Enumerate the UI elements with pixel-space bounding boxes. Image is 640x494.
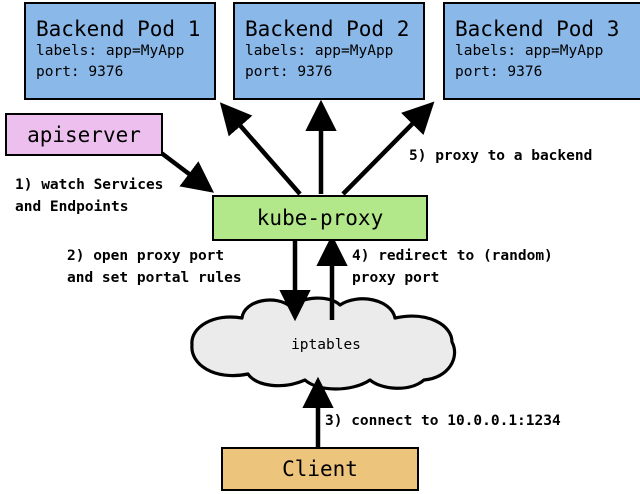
backend-pod-2-port: port: 9376	[245, 64, 333, 81]
backend-pod-1-labels: labels: app=MyApp	[36, 43, 185, 60]
step-1-line-1: 1) watch Services	[15, 177, 164, 193]
step-3-label: 3) connect to 10.0.0.1:1234	[325, 411, 561, 433]
step-2-line-2: and set portal rules	[67, 269, 242, 286]
step-2-line-1: 2) open proxy port	[67, 248, 225, 264]
backend-pod-2-box[interactable]: Backend Pod 2 labels: app=MyApp port: 93…	[233, 2, 425, 100]
step-5-line-1: 5) proxy to a backend	[409, 148, 593, 164]
backend-pod-3-port: port: 9376	[455, 64, 543, 81]
backend-pod-1-port: port: 9376	[36, 64, 124, 81]
backend-pod-3-box[interactable]: Backend Pod 3 labels: app=MyApp port: 93…	[443, 2, 640, 100]
step-1-line-2: and Endpoints	[15, 198, 129, 215]
apiserver-label: apiserver	[27, 122, 141, 147]
kube-proxy-box[interactable]: kube-proxy	[212, 195, 428, 241]
arrow-kubeproxy-to-pod3	[341, 101, 435, 196]
iptables-label: iptables	[291, 337, 361, 353]
kube-proxy-label: kube-proxy	[256, 206, 384, 230]
backend-pod-2-labels: labels: app=MyApp	[245, 43, 394, 60]
step-5-label: 5) proxy to a backend	[409, 146, 592, 168]
step-4-label: 4) redirect to (random) proxy port	[352, 246, 553, 290]
step-3-line-1: 3) connect to 10.0.0.1:1234	[325, 413, 561, 429]
backend-pod-1-box[interactable]: Backend Pod 1 labels: app=MyApp port: 93…	[24, 2, 216, 100]
arrow-kubeproxy-to-pod1	[219, 102, 302, 196]
backend-pod-1-title: Backend Pod 1	[36, 16, 201, 41]
arrow-apiserver-to-kubeproxy	[158, 150, 215, 193]
step-1-label: 1) watch Services and Endpoints	[15, 175, 163, 219]
step-2-label: 2) open proxy port and set portal rules	[67, 246, 242, 290]
backend-pod-3-labels: labels: app=MyApp	[455, 43, 604, 60]
step-4-line-2: proxy port	[352, 269, 440, 286]
backend-pod-3-title: Backend Pod 3	[455, 16, 620, 41]
client-label: Client	[282, 457, 358, 481]
backend-pod-2-title: Backend Pod 2	[245, 16, 410, 41]
apiserver-box[interactable]: apiserver	[5, 113, 163, 156]
client-box[interactable]: Client	[221, 447, 419, 491]
step-4-line-1: 4) redirect to (random)	[352, 248, 553, 264]
